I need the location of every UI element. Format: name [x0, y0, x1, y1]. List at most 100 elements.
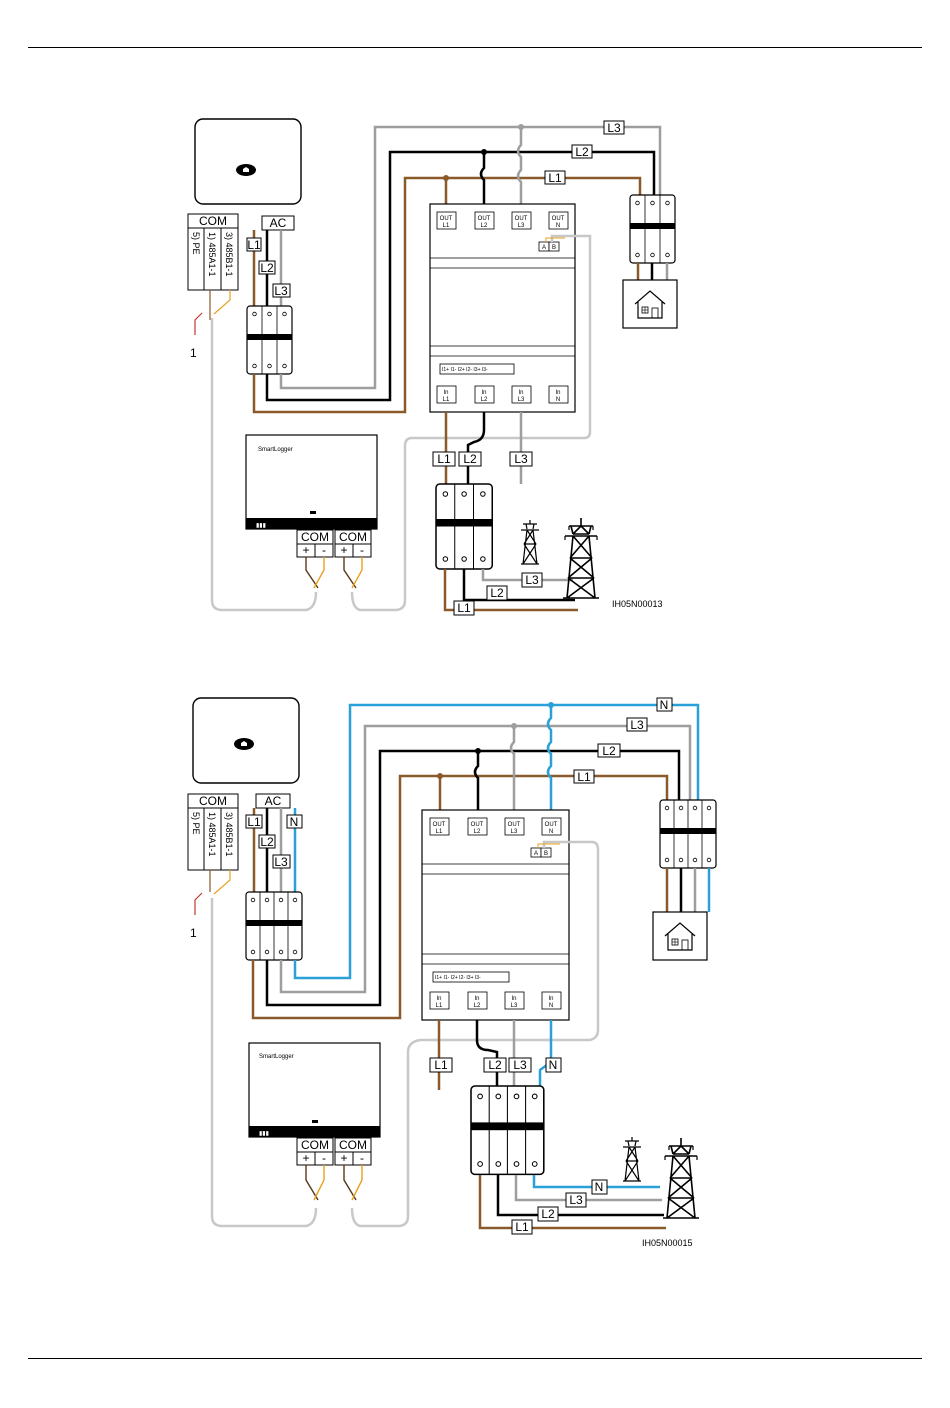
meter2-out-n: OUT [545, 822, 558, 828]
logger2-plus-2: + [340, 1151, 347, 1165]
meter-in-l3-phase: L3 [518, 397, 525, 403]
meter2-in-l2-phase: L2 [474, 1003, 481, 1009]
bus2-label-l1: L1 [577, 770, 591, 784]
485b1-terminal-label-1: 3) 485B1-1 [224, 232, 234, 277]
note-1-label: 1 [190, 346, 197, 360]
bus2-label-l2: L2 [602, 744, 616, 758]
pylon-label-l1: L1 [457, 601, 471, 615]
pylon-icon [622, 1136, 642, 1182]
meter-in-n: In [555, 390, 560, 396]
pylon2-label-l2: L2 [541, 1207, 555, 1221]
com-label-1: COM [199, 214, 227, 228]
svg-text:▮▮▮: ▮▮▮ [259, 1131, 269, 1137]
meter-out-l1: OUT [440, 216, 453, 222]
smartlogger-label-2: SmartLogger [259, 1054, 294, 1060]
meter2-in-l3: In [511, 996, 516, 1002]
note-2-label: 1 [190, 926, 197, 940]
grid2-label-l3: L3 [513, 1058, 527, 1072]
bus2-label-n: N [660, 698, 669, 712]
grid-label-l3: L3 [514, 452, 528, 466]
logger-minus-2: - [360, 543, 364, 557]
pylon-icon [520, 519, 540, 565]
breaker-icon [470, 1085, 545, 1176]
diagram-1: COM 5) PE 1) 485A1-1 3) 485B1-1 AC 1 L1 [187, 118, 678, 616]
smartlogger-icon: SmartLogger ▮▮▮ [248, 1042, 381, 1138]
wire2-label-l1: L1 [247, 815, 261, 829]
logger2-com-a: COM [301, 1138, 329, 1152]
meter-out-l3: OUT [515, 216, 528, 222]
pylon2-label-l3: L3 [569, 1193, 583, 1207]
meter2-out-l3: OUT [508, 822, 521, 828]
ac-label-1: AC [270, 216, 287, 230]
house-icon [652, 911, 708, 961]
logger-com-a-1: COM [301, 530, 329, 544]
meter-in-n-phase: N [556, 397, 560, 403]
pylon-label-l2: L2 [490, 586, 504, 600]
figure-id-2: IH05N00015 [642, 1238, 693, 1248]
meter-in-l1: In [443, 390, 448, 396]
meter-out-l3-phase: L3 [518, 223, 525, 229]
smartlogger-label-1: SmartLogger [258, 447, 293, 453]
breaker-icon [629, 194, 676, 264]
logger-plus-1: + [302, 543, 309, 557]
bus-label-l2: L2 [575, 145, 589, 159]
meter2-in-l2: In [474, 996, 479, 1002]
bottom-rule [28, 1358, 922, 1359]
grid2-label-l2: L2 [488, 1058, 502, 1072]
meter-current-terminals: I1+ I1- I2+ I2- I3+ I3- [442, 367, 488, 373]
logger-plus-2: + [340, 543, 347, 557]
diagram-2: COM 5) PE 1) 485A1-1 3) 485B1-1 AC 1 L1 … [187, 697, 717, 1248]
485b1-terminal-label-2: 3) 485B1-1 [224, 812, 234, 857]
meter2-in-l1: In [436, 996, 441, 1002]
logger2-minus-1: - [322, 1151, 326, 1165]
meter-out-n: OUT [552, 216, 565, 222]
meter2-in-l1-phase: L1 [436, 1003, 443, 1009]
grid-label-l2: L2 [463, 452, 477, 466]
wire2-label-l3: L3 [274, 855, 288, 869]
meter2-out-l3-phase: L3 [511, 829, 518, 835]
meter-out-l1-phase: L1 [443, 223, 450, 229]
meter2-out-n-phase: N [549, 829, 553, 835]
bus-label-l1: L1 [548, 171, 562, 185]
breaker-icon [245, 891, 303, 961]
meter-in-l2: In [481, 390, 486, 396]
meter-out-l2-phase: L2 [481, 223, 488, 229]
house-icon [622, 279, 678, 329]
inverter-icon [194, 118, 302, 205]
meter2-out-l2-phase: L2 [474, 829, 481, 835]
smartlogger-icon: SmartLogger ▮▮▮ [245, 434, 378, 530]
meter-in-l3: In [518, 390, 523, 396]
breaker-icon [246, 305, 293, 375]
wire2-label-n: N [290, 815, 299, 829]
pylon-icon [662, 1137, 700, 1219]
meter2-a-terminal: A [534, 851, 538, 857]
meter2-current-terminals: I1+ I1- I2+ I2- I3+ I3- [435, 975, 481, 981]
meter-a-terminal: A [542, 245, 546, 251]
pe-terminal-label-2: 5) PE [191, 812, 201, 835]
grid2-label-l1: L1 [434, 1058, 448, 1072]
logger2-com-b: COM [339, 1138, 367, 1152]
meter2-in-l3-phase: L3 [511, 1003, 518, 1009]
logger2-plus-1: + [302, 1151, 309, 1165]
breaker-icon [659, 799, 717, 869]
meter-out-l2: OUT [478, 216, 491, 222]
grid2-label-n: N [549, 1058, 558, 1072]
pylon-label-l3: L3 [525, 573, 539, 587]
bus2-label-l3: L3 [630, 718, 644, 732]
wire-label-l1: L1 [247, 238, 261, 252]
meter2-out-l1-phase: L1 [436, 829, 443, 835]
meter-in-l2-phase: L2 [481, 397, 488, 403]
pylon-icon [562, 517, 600, 599]
grid-label-l1: L1 [437, 452, 451, 466]
com-label-2: COM [199, 794, 227, 808]
ac-label-2: AC [265, 794, 282, 808]
pylon2-label-l1: L1 [515, 1220, 529, 1234]
meter-in-l1-phase: L1 [443, 397, 450, 403]
meter2-in-n-phase: N [549, 1003, 553, 1009]
pylon2-label-n: N [595, 1180, 604, 1194]
wire-label-l2: L2 [260, 261, 274, 275]
wire-label-l3: L3 [274, 284, 288, 298]
logger-minus-1: - [322, 543, 326, 557]
meter2-b-terminal: B [544, 851, 548, 857]
